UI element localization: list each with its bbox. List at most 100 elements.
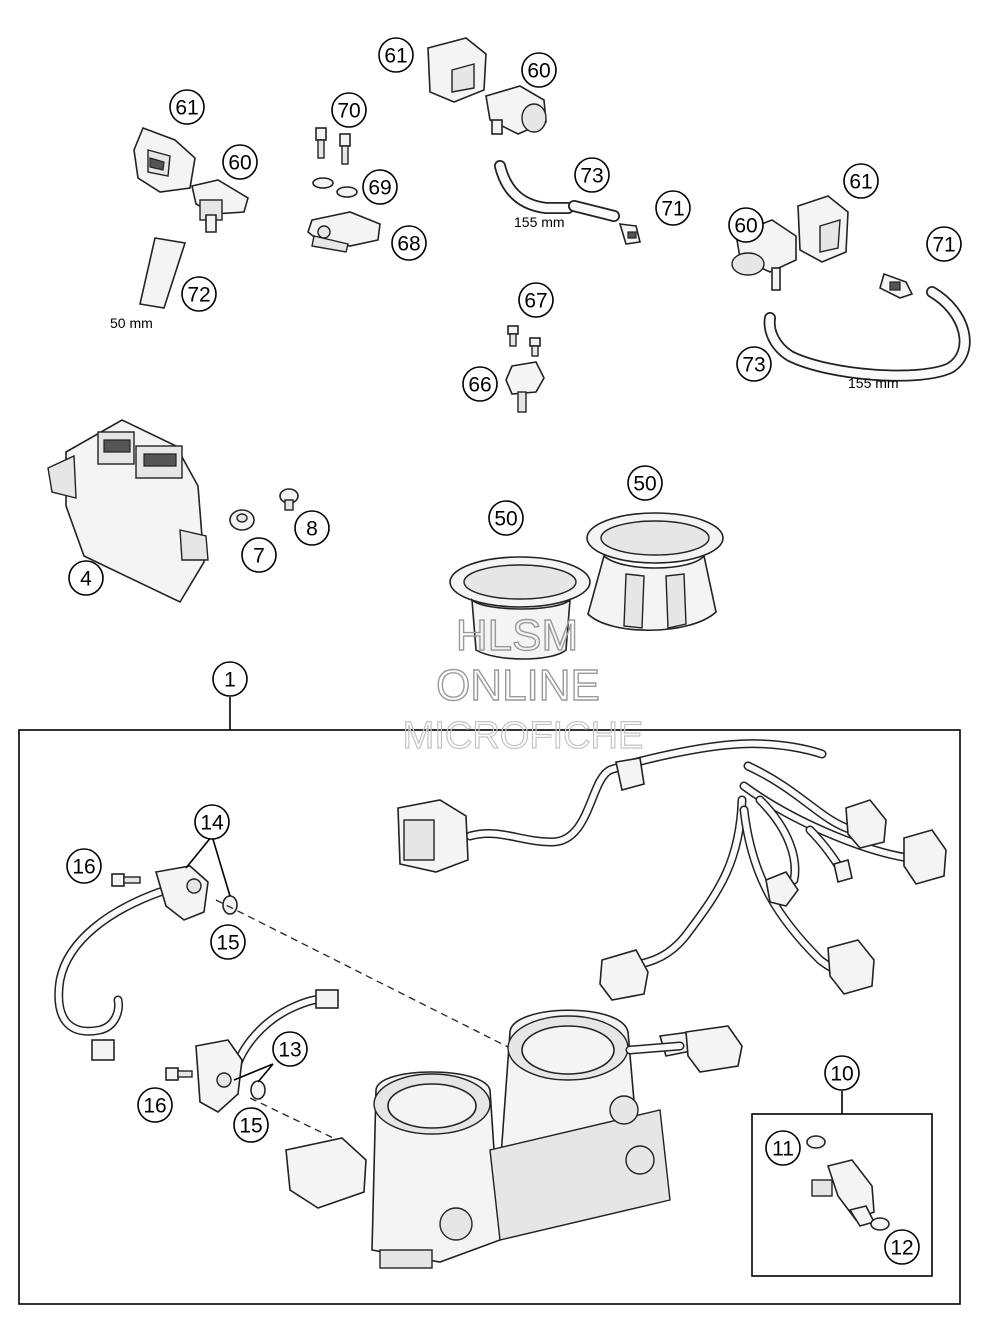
svg-text:60: 60 — [734, 215, 757, 238]
intake-funnel-50-left — [449, 556, 591, 660]
svg-text:70: 70 — [337, 100, 360, 123]
svg-text:12: 12 — [890, 1237, 913, 1260]
fuel-injector — [811, 1159, 876, 1227]
callout-15-upper: 15 — [210, 924, 246, 960]
plug-61-top — [427, 37, 487, 103]
svg-text:1: 1 — [224, 669, 236, 692]
plug-61-right — [797, 195, 849, 263]
svg-text:15: 15 — [239, 1115, 262, 1138]
callout-16-lower: 16 — [137, 1087, 173, 1123]
o-ring-15-upper — [222, 895, 238, 915]
sensor-66 — [505, 361, 545, 413]
o-ring-15-lower — [250, 1080, 266, 1100]
callout-12: 12 — [884, 1229, 920, 1265]
svg-text:16: 16 — [72, 856, 95, 879]
dimension-label-50mm: 50 mm — [110, 315, 153, 331]
hose-73-right — [763, 286, 971, 382]
dimension-label-155mm-right: 155 mm — [848, 375, 899, 391]
callout-67: 67 — [518, 282, 554, 318]
callout-61-top: 61 — [378, 37, 414, 73]
callout-73-top: 73 — [574, 157, 610, 193]
callout-71-right: 71 — [926, 226, 962, 262]
intake-funnel-50-right — [586, 512, 724, 632]
svg-text:71: 71 — [932, 234, 955, 257]
sensor-cable-upper — [54, 887, 165, 1036]
fitting-71-top — [618, 223, 641, 245]
throttle-body — [285, 1009, 743, 1269]
svg-text:71: 71 — [661, 198, 684, 221]
svg-text:73: 73 — [742, 354, 765, 377]
svg-text:61: 61 — [384, 45, 407, 68]
screws-67 — [507, 325, 541, 357]
callout-60-left: 60 — [222, 144, 258, 180]
washers-69 — [312, 177, 358, 198]
callout-60-right: 60 — [728, 207, 764, 243]
ecu-4 — [47, 419, 209, 604]
callout-10: 10 — [824, 1055, 860, 1091]
svg-text:66: 66 — [468, 374, 491, 397]
svg-text:61: 61 — [175, 97, 198, 120]
fitting-71-right — [879, 272, 914, 299]
svg-text:11: 11 — [772, 1138, 794, 1161]
callout-50-left: 50 — [488, 500, 524, 536]
svg-text:69: 69 — [368, 177, 391, 200]
callout-13: 13 — [272, 1031, 308, 1067]
callout-68: 68 — [391, 225, 427, 261]
svg-text:73: 73 — [580, 165, 603, 188]
callout-14: 14 — [194, 804, 230, 840]
hose-72 — [139, 237, 187, 309]
svg-text:72: 72 — [187, 284, 210, 307]
dimension-label-155mm-top: 155 mm — [514, 214, 565, 230]
svg-text:50: 50 — [633, 473, 656, 496]
injector-o-ring-11 — [806, 1135, 826, 1149]
callout-8: 8 — [294, 510, 330, 546]
callout-66: 66 — [462, 366, 498, 402]
watermark-line-2: ONLINE — [436, 661, 600, 710]
svg-text:68: 68 — [397, 233, 420, 256]
callout-71-top: 71 — [655, 190, 691, 226]
callout-73-right: 73 — [736, 346, 772, 382]
svg-text:14: 14 — [200, 812, 224, 835]
watermark-line-3: MICROFICHE — [403, 715, 644, 757]
svg-text:10: 10 — [830, 1063, 853, 1086]
callout-50-right: 50 — [627, 465, 663, 501]
sensor-60-left — [191, 179, 249, 233]
callout-16-upper: 16 — [66, 848, 102, 884]
svg-text:61: 61 — [849, 171, 872, 194]
leader-lines — [185, 835, 274, 1083]
nut-7 — [229, 509, 255, 531]
svg-text:15: 15 — [216, 932, 239, 955]
svg-text:67: 67 — [524, 290, 547, 313]
svg-text:13: 13 — [278, 1039, 301, 1062]
sensor-60-right — [731, 219, 797, 291]
wiring-harness — [465, 739, 913, 975]
plug-61-left — [133, 126, 196, 193]
svg-text:60: 60 — [527, 60, 550, 83]
throttle-sensor-13 — [195, 989, 339, 1113]
assembly-frame — [18, 697, 961, 1305]
callout-69: 69 — [362, 169, 398, 205]
svg-text:7: 7 — [253, 545, 265, 568]
callout-60-top: 60 — [521, 52, 557, 88]
harness-connectors — [397, 757, 947, 1001]
alignment-lines — [215, 899, 519, 1147]
bracket-68 — [307, 211, 381, 253]
throttle-sensor-14 — [91, 865, 209, 1061]
svg-text:50: 50 — [494, 508, 517, 531]
callout-61-right: 61 — [843, 163, 879, 199]
callout-72: 72 — [181, 276, 217, 312]
screw-8 — [279, 488, 299, 511]
svg-text:8: 8 — [306, 518, 318, 541]
svg-text:60: 60 — [228, 152, 251, 175]
callout-70: 70 — [331, 92, 367, 128]
screw-16-lower — [165, 1067, 193, 1081]
callout-11: 11 — [765, 1130, 801, 1166]
sensor-60-top — [485, 85, 547, 135]
callout-61-left: 61 — [169, 89, 205, 125]
callout-15-lower: 15 — [233, 1107, 269, 1143]
hose-73-top — [494, 160, 620, 222]
callout-7: 7 — [241, 537, 277, 573]
svg-text:4: 4 — [80, 568, 92, 591]
injector-o-ring-12 — [870, 1217, 890, 1231]
